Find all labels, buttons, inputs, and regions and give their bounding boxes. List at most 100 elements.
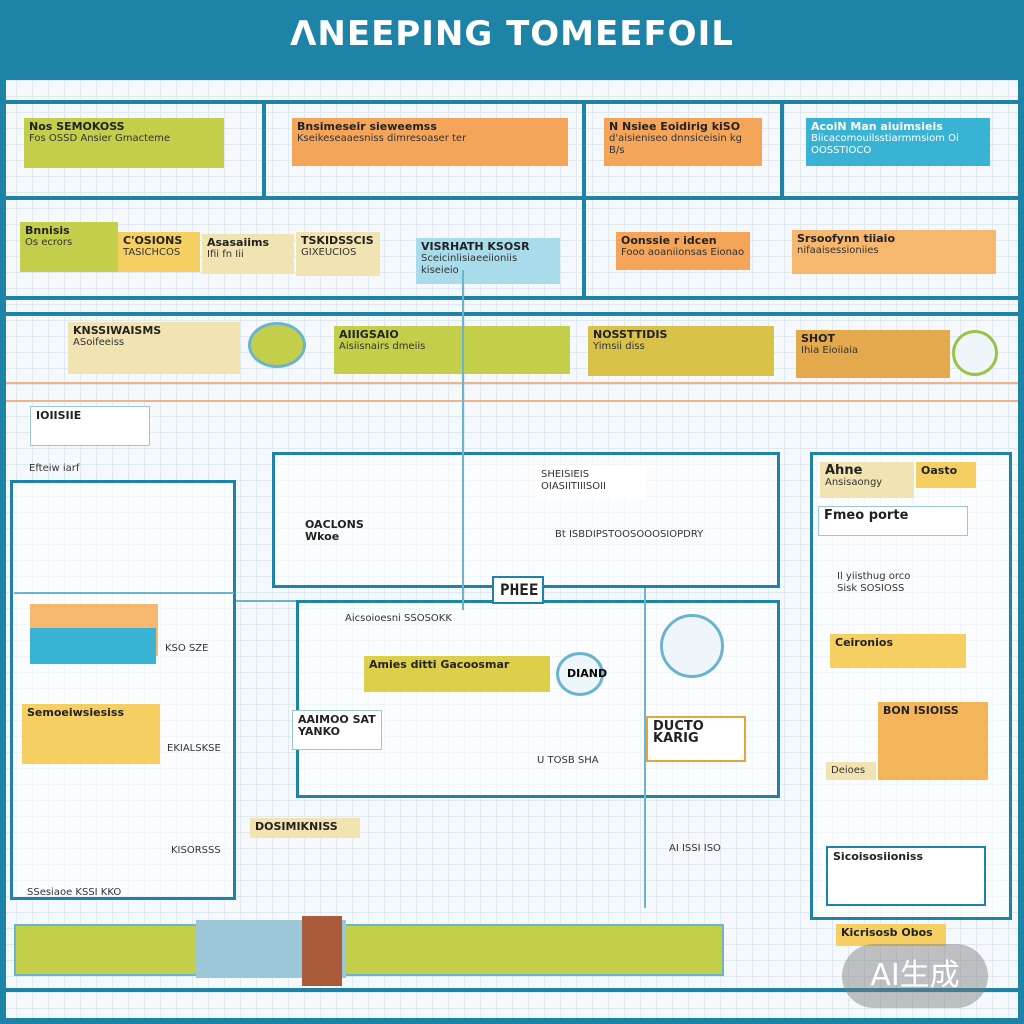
center-top-panel [272,452,780,588]
right-label-6-text: Sisk SOSIOSS [837,583,905,594]
row1-box-3: N Nsiee Eoidirig kiSO d'aisieniseo dnnsi… [604,118,762,166]
row2-box-7: Srsoofynn tiiaio nifaaisessioniies [792,230,996,274]
center-block-4: Aicsoioesni SSOSOKK [340,610,576,632]
row-divider [6,988,1018,992]
left-label-4-text: Semoeiwsiesiss [27,706,124,719]
right-label-4: Fmeo porte [818,506,968,536]
row3-box-2-body: Aisiisnairs dmeiis [339,341,426,352]
row3-box-3-body: Yimsii diss [593,341,645,352]
right-label-10: Sicoisosiioniss [826,846,986,906]
center-block-10: DOSIMIKNISS [250,818,360,838]
right-label-1-text: Ahne [825,463,863,478]
column-divider [582,196,586,296]
row3-box-1: KNSSIWAISMS ASoifeeiss [68,322,240,374]
center-block-6: AAIMOO SAT YANKO [292,710,382,750]
left-label-6: KISORSSS [166,842,228,862]
footer-band [14,924,724,976]
left-label-7: SSesiaoe KSSI KKO [22,884,228,902]
row-divider [6,382,1018,384]
center-block-1-text: OACLONS Wkoe [305,518,364,543]
right-label-1: Ahne Ansisaongy [820,462,914,498]
row2-box-6: Oonssie r idcen Fooo aoaniionsas Eionao [616,232,750,270]
center-block-10-text: DOSIMIKNISS [255,820,338,833]
diagram-frame [0,74,1024,1024]
right-label-3-text: Ansisaongy [825,477,883,488]
divider [14,592,234,594]
title-bar [0,0,1024,80]
column-divider [262,100,266,196]
connector [236,600,296,602]
gear-icon [660,614,724,678]
right-label-5-text: Il yiisthug orco [837,571,911,582]
right-label-8-text: BON ISIOISS [883,704,959,717]
center-block-11: AI ISSI ISO [664,840,728,860]
leaf-icon [248,322,306,368]
left-label-3: KSO SZE [160,640,226,662]
row3-box-1-body: ASoifeeiss [73,337,125,348]
page-title: ΛNEEPING TOMEEFOIL [290,14,734,54]
row2-box-3: Asasaiims Ifii fn Iii [202,234,294,274]
row-divider [6,400,1018,402]
row2-box-7-title: Srsoofynn tiiaio [797,232,896,245]
center-tag: PHEE [492,576,544,604]
row1-box-3-body: d'aisieniseo dnnsiceisin kg B/s [609,133,743,156]
row1-box-1: Nos SEMOKOSS Fos OSSD Ansier Gmacteme [24,118,224,168]
row1-box-3-title: N Nsiee Eoidirig kiSO [609,120,741,133]
center-block-7: DIAND [556,652,608,696]
center-block-5: Amies ditti Gacoosmar [364,656,550,692]
center-block-8: DUCTO KARIG [646,716,746,762]
center-block-8-text: DUCTO KARIG [653,719,704,746]
center-block-4-text: Aicsoioesni SSOSOKK [345,613,452,624]
center-block-7-text: DIAND [567,667,608,680]
row2-box-1-title: Bnnisis [25,224,70,237]
column-divider [780,100,784,196]
left-label-3-text: KSO SZE [165,643,209,654]
row2-box-4: TSKIDSSCIS GIXEUCIOS [296,232,380,276]
row2-box-7-body: nifaaisessioniies [797,245,879,256]
row2-box-5: VISRHATH KSOSR Sceicinlisiaeeiioniis kis… [416,238,560,284]
row1-box-4-body: Biicacomouilsstiarmmsiom Oi OOSSTIOCO [811,133,959,156]
row2-box-2-body: TASICHCOS [123,247,181,258]
row3-box-1-title: KNSSIWAISMS [73,324,162,337]
row2-box-5-title: VISRHATH KSOSR [421,240,530,253]
left-label-5: EKIALSKSE [162,740,228,760]
ai-generated-watermark: AI生成 [842,944,988,1008]
right-label-4-text: Fmeo porte [824,508,909,523]
right-label-8: BON ISIOISS [878,702,988,780]
center-block-3-text: Bt ISBDIPSTOOSOOOSIOPDRY [555,529,704,540]
left-label-2-text: Efteiw iarf [29,463,80,474]
right-label-11: Kicrisosb Obos [836,924,946,946]
row2-box-4-title: TSKIDSSCIS [301,234,374,247]
left-label-1: IOIISIIE [30,406,150,446]
center-block-9: U TOSB SHA [532,752,616,770]
center-block-1: OACLONS Wkoe [300,516,372,544]
row3-box-4-title: SHOT [801,332,835,345]
row2-box-4-body: GIXEUCIOS [301,247,357,258]
center-block-2: SHEISIEIS OIASIITIIISOII [536,466,646,500]
right-label-5: Il yiisthug orco Sisk SOSIOSS [832,568,982,608]
left-label-7-text: SSesiaoe KSSI KKO [27,887,122,898]
row-divider [6,100,1018,104]
row1-box-2: Bnsimeseir sieweemss Kseikeseaaesniss di… [292,118,568,166]
row1-box-2-title: Bnsimeseir sieweemss [297,120,437,133]
row2-box-2-title: C'OSIONS [123,234,183,247]
left-panel [10,480,236,900]
left-label-4: Semoeiwsiesiss [22,704,160,764]
right-label-2: Oasto [916,462,976,488]
row2-box-2: C'OSIONS TASICHCOS [118,232,200,272]
right-label-11-text: Kicrisosb Obos [841,926,933,939]
right-label-10-text: Sicoisosiioniss [833,850,923,863]
left-label-1-text: IOIISIIE [36,409,82,422]
center-block-11-text: AI ISSI ISO [669,843,721,854]
row2-box-5-body: Sceicinlisiaeeiioniis kiseieio [421,253,518,276]
row-divider [6,296,1018,300]
row1-box-1-body: Fos OSSD Ansier Gmacteme [29,133,171,144]
center-block-9-text: U TOSB SHA [537,755,599,766]
row2-box-6-body: Fooo aoaniionsas Eionao [621,247,745,258]
row3-box-2-title: AIIIGSAIO [339,328,399,341]
row1-box-4: AcoiN Man aiuimsieis Biicacomouilsstiarm… [806,118,990,166]
row2-box-6-title: Oonssie r idcen [621,234,717,247]
center-block-5-text: Amies ditti Gacoosmar [369,658,510,671]
column-divider [582,100,586,196]
right-label-9-text: Deioes [831,765,866,776]
